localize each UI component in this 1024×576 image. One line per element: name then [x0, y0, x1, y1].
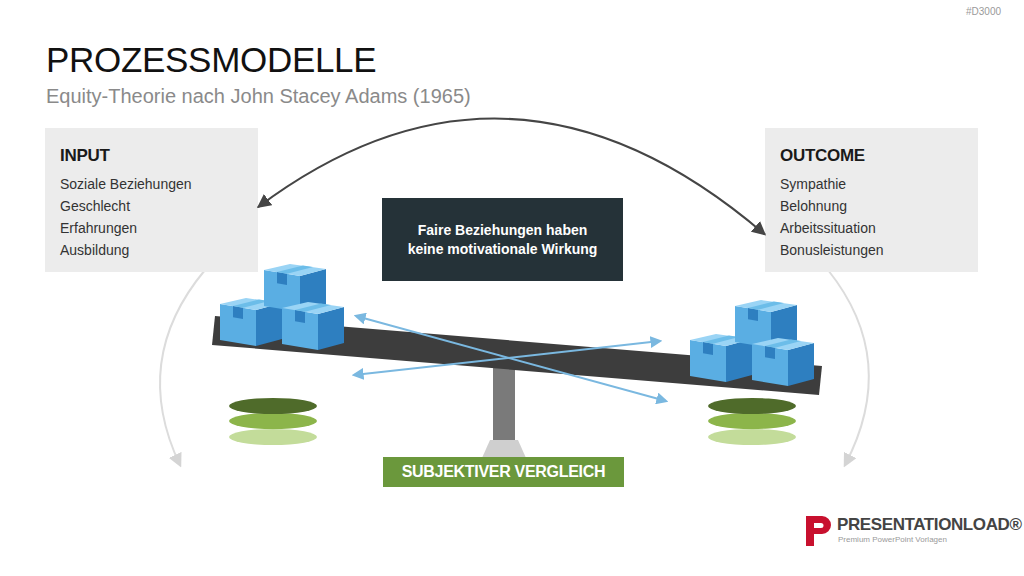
- logo-text: PRESENTATIONLOAD®: [837, 515, 1022, 535]
- weight-disc: [229, 413, 317, 429]
- box-text: Faire Beziehungen haben keine motivation…: [404, 221, 601, 259]
- list-item: Bonusleistungen: [780, 239, 963, 261]
- box-heading: INPUT: [60, 146, 243, 166]
- outcome-box: OUTCOME SympathieBelohnungArbeitssituatio…: [765, 128, 978, 272]
- comparison-band: SUBJEKTIVER VERGLEICH: [383, 457, 624, 487]
- list-item: Ausbildung: [60, 239, 243, 261]
- cardboard-box: [282, 302, 344, 350]
- slide-title: PROZESSMODELLE: [46, 40, 376, 80]
- list-item: Erfahrungen: [60, 217, 243, 239]
- connector-arc: [258, 119, 765, 235]
- list-item: Sympathie: [780, 173, 963, 195]
- compare-arrow: [354, 341, 660, 375]
- side-arc: [160, 270, 205, 465]
- cardboard-box: [752, 338, 814, 386]
- input-box: INPUT Soziale BeziehungenGeschlechtErfahr…: [45, 128, 258, 272]
- weight-disc: [229, 429, 317, 445]
- side-arc: [828, 270, 869, 465]
- pillar-base: [482, 440, 526, 458]
- weight-disc: [708, 398, 796, 414]
- logo-icon: [806, 516, 831, 546]
- list-item: Belohnung: [780, 195, 963, 217]
- box-heading: OUTCOME: [780, 146, 963, 166]
- statement-box: Faire Beziehungen haben keine motivation…: [382, 198, 623, 281]
- weight-disc: [708, 429, 796, 445]
- list-item: Arbeitssituation: [780, 217, 963, 239]
- slide-code: #D3000: [966, 6, 1001, 17]
- weight-disc: [708, 413, 796, 429]
- list-item: Soziale Beziehungen: [60, 173, 243, 195]
- weight-disc: [229, 398, 317, 414]
- list-item: Geschlecht: [60, 195, 243, 217]
- logo-tagline: Premium PowerPoint Vorlagen: [838, 535, 947, 544]
- box-text: SUBJEKTIVER VERGLEICH: [402, 463, 606, 481]
- pillar: [493, 360, 515, 442]
- subtitle: Equity-Theorie nach John Stacey Adams (1…: [46, 85, 471, 108]
